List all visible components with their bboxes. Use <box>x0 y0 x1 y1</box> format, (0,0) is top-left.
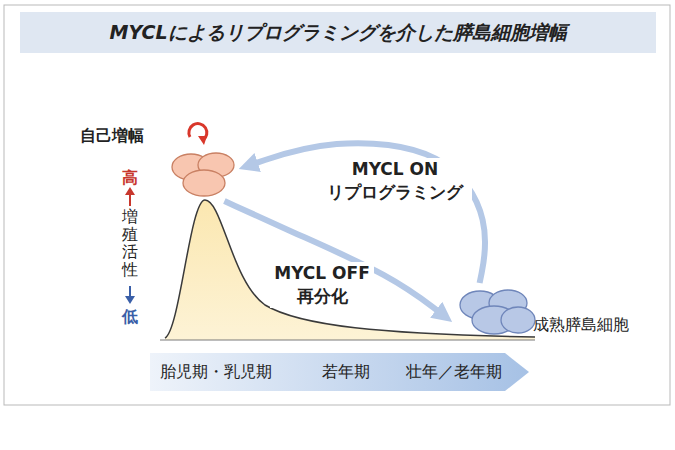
down-arrow-head <box>125 296 135 304</box>
age-label: 胎児期・乳児期 <box>160 362 272 381</box>
cell-cluster-shape <box>170 150 238 198</box>
title-band <box>20 12 656 53</box>
progenitor-cell-cluster: 自己増幅 <box>170 150 238 198</box>
axis-label: 高 <box>122 168 138 187</box>
outer-frame <box>4 5 670 405</box>
edge-label: MYCL ON リプログラミング <box>318 158 472 204</box>
node-label: 自己増幅 <box>80 126 144 145</box>
node-label: 成熟膵島細胞 <box>533 315 629 334</box>
axis-label: 低 <box>122 307 138 326</box>
title: MYCLによるリプログラミングを介した膵島細胞増幅 <box>20 12 656 53</box>
edge-label: MYCL OFF 再分化 <box>270 262 374 308</box>
transition-arrow <box>224 201 441 313</box>
mature-islet-cluster: 成熟膵島細胞 <box>455 287 537 335</box>
cell <box>501 307 535 333</box>
axis-label: 増殖活性 <box>122 208 138 278</box>
self-renewal-arrowhead <box>198 136 207 145</box>
cell-cluster-shape <box>455 287 537 335</box>
age-label: 壮年／老年期 <box>406 362 502 381</box>
baseline <box>160 340 535 341</box>
up-arrow-head <box>125 187 135 195</box>
age-label: 若年期 <box>322 362 370 381</box>
cell <box>183 170 225 196</box>
age-axis-arrow <box>150 353 529 391</box>
